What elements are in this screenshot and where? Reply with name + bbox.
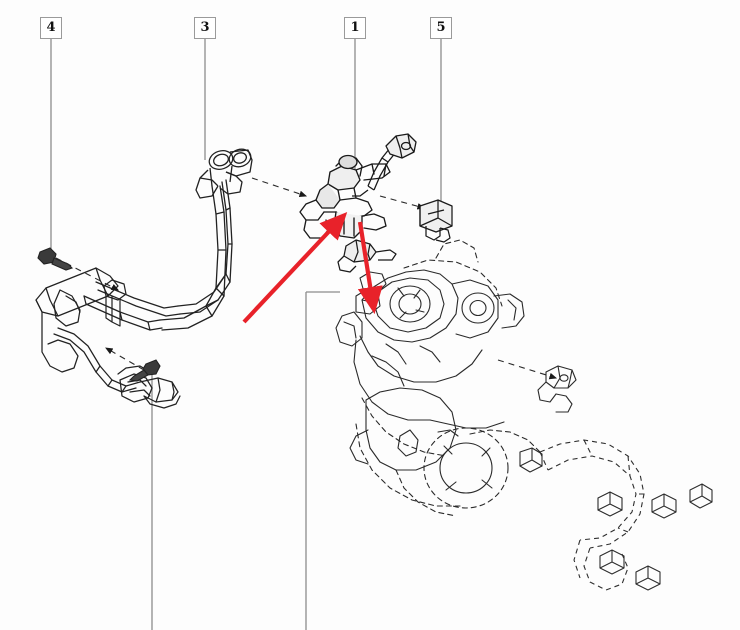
- arrow-to-egr-valve: [242, 212, 348, 324]
- callout-1[interactable]: 1: [344, 17, 366, 39]
- engine-block-assembly: [335, 239, 623, 517]
- vacuum-hose-fitting: [352, 133, 417, 197]
- lower-mounting-bolt: [128, 359, 161, 382]
- egr-valve-solenoid: [299, 154, 391, 239]
- exhaust-downpipe: [539, 439, 713, 591]
- callout-3[interactable]: 3: [194, 17, 216, 39]
- leader-lines: [50, 39, 442, 630]
- coolant-pipe-assembly: [159, 179, 233, 331]
- arrow-to-engine-port: [357, 221, 383, 315]
- callout-5[interactable]: 5: [430, 17, 452, 39]
- egr-cooler-assembly: [35, 267, 181, 409]
- retaining-clip-bracket: [419, 199, 453, 243]
- pipe-bracket: [103, 279, 127, 327]
- mounting-bolt-upper-left: [37, 247, 74, 271]
- highlight-arrows: [242, 212, 383, 324]
- engine-inlet-connector: [337, 239, 397, 273]
- callout-4[interactable]: 4: [40, 17, 62, 39]
- assembly-dashed-leaders: [55, 177, 558, 380]
- coolant-hose-quick-connect: [195, 148, 253, 199]
